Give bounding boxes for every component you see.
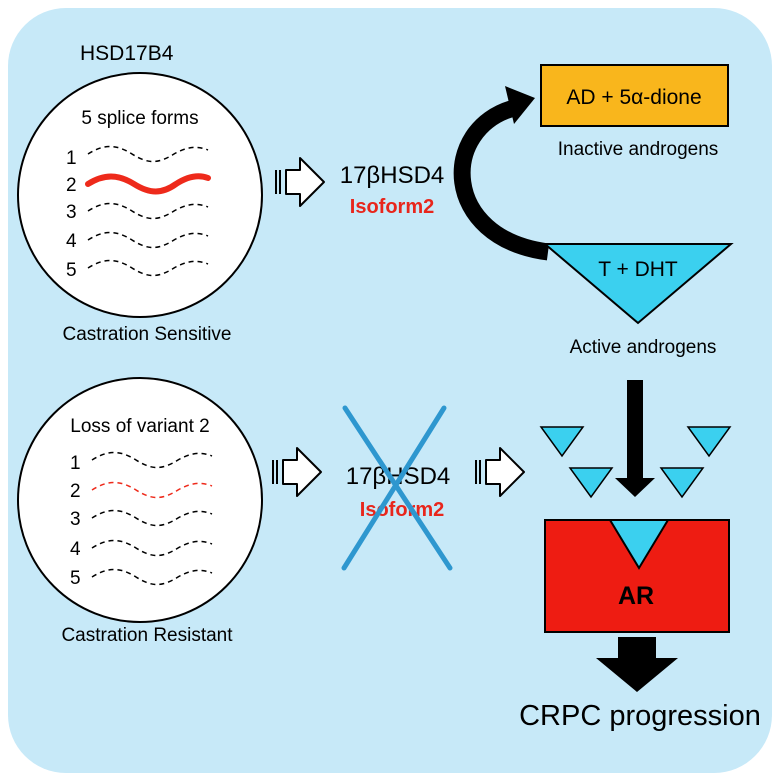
bound-androgen-triangle <box>608 519 670 570</box>
splice-number-5: 5 <box>66 260 77 281</box>
splice-number-4: 4 <box>70 539 81 560</box>
androgen-triangle-2 <box>568 467 614 499</box>
splice-number-1: 1 <box>66 148 77 169</box>
splice-form-line-3 <box>91 509 213 527</box>
circle-title: Loss of variant 2 <box>70 416 209 437</box>
splice-number-5: 5 <box>70 568 81 589</box>
outlined-arrow-top <box>275 157 325 207</box>
splice-forms-circle-bottom: Loss of variant 2 1 2 3 4 5 <box>17 377 263 623</box>
circle-outline <box>17 377 263 623</box>
castration-resistant-caption: Castration Resistant <box>61 625 233 646</box>
splice-form-line-4 <box>87 231 209 249</box>
isoform-label-bottom: Isoform2 <box>360 499 444 521</box>
inactive-androgens-box-label: AD + 5α-dione <box>566 86 701 109</box>
splice-number-4: 4 <box>66 231 77 252</box>
splice-form-line-5 <box>91 568 213 586</box>
splice-forms-circle-top: 5 splice forms 1 2 3 4 5 <box>17 72 263 318</box>
splice-form-line-5 <box>87 259 209 277</box>
splice-number-2: 2 <box>70 481 81 502</box>
inactive-androgens-caption: Inactive androgens <box>558 139 719 160</box>
active-androgens-triangle <box>542 243 734 325</box>
circle-outline <box>17 72 263 318</box>
androgen-triangle-1 <box>539 426 585 458</box>
splice-number-2: 2 <box>66 175 77 196</box>
curved-conversion-arrow <box>453 86 550 261</box>
enzyme-name-top: 17βHSD4 <box>340 162 445 189</box>
splice-form-line-2-lost <box>91 481 213 499</box>
down-arrow-to-outcome <box>596 637 678 692</box>
isoform-label-top: Isoform2 <box>350 196 434 218</box>
androgen-triangle-3 <box>686 426 732 458</box>
down-arrow-to-receptor <box>615 380 655 497</box>
receptor-label: AR <box>618 582 654 610</box>
circle-title: 5 splice forms <box>81 108 198 129</box>
outcome-label: CRPC progression <box>519 700 761 732</box>
androgen-triangle-4 <box>659 467 705 499</box>
inactive-androgens-box <box>540 64 729 127</box>
splice-form-line-1 <box>91 451 213 469</box>
outlined-arrow-bottom-right <box>475 447 525 497</box>
splice-number-3: 3 <box>70 509 81 530</box>
outlined-arrow-bottom-left <box>272 447 322 497</box>
active-androgens-triangle-label: T + DHT <box>598 258 678 281</box>
loss-cross-mark <box>341 405 453 571</box>
splice-form-line-2-highlighted <box>85 173 211 195</box>
splice-form-line-3 <box>87 202 209 220</box>
castration-sensitive-caption: Castration Sensitive <box>63 324 232 345</box>
splice-form-line-1 <box>87 145 209 163</box>
gene-label: HSD17B4 <box>80 42 174 65</box>
splice-form-line-4 <box>91 539 213 557</box>
splice-number-1: 1 <box>70 453 81 474</box>
splice-number-3: 3 <box>66 202 77 223</box>
active-androgens-caption: Active androgens <box>570 337 717 358</box>
